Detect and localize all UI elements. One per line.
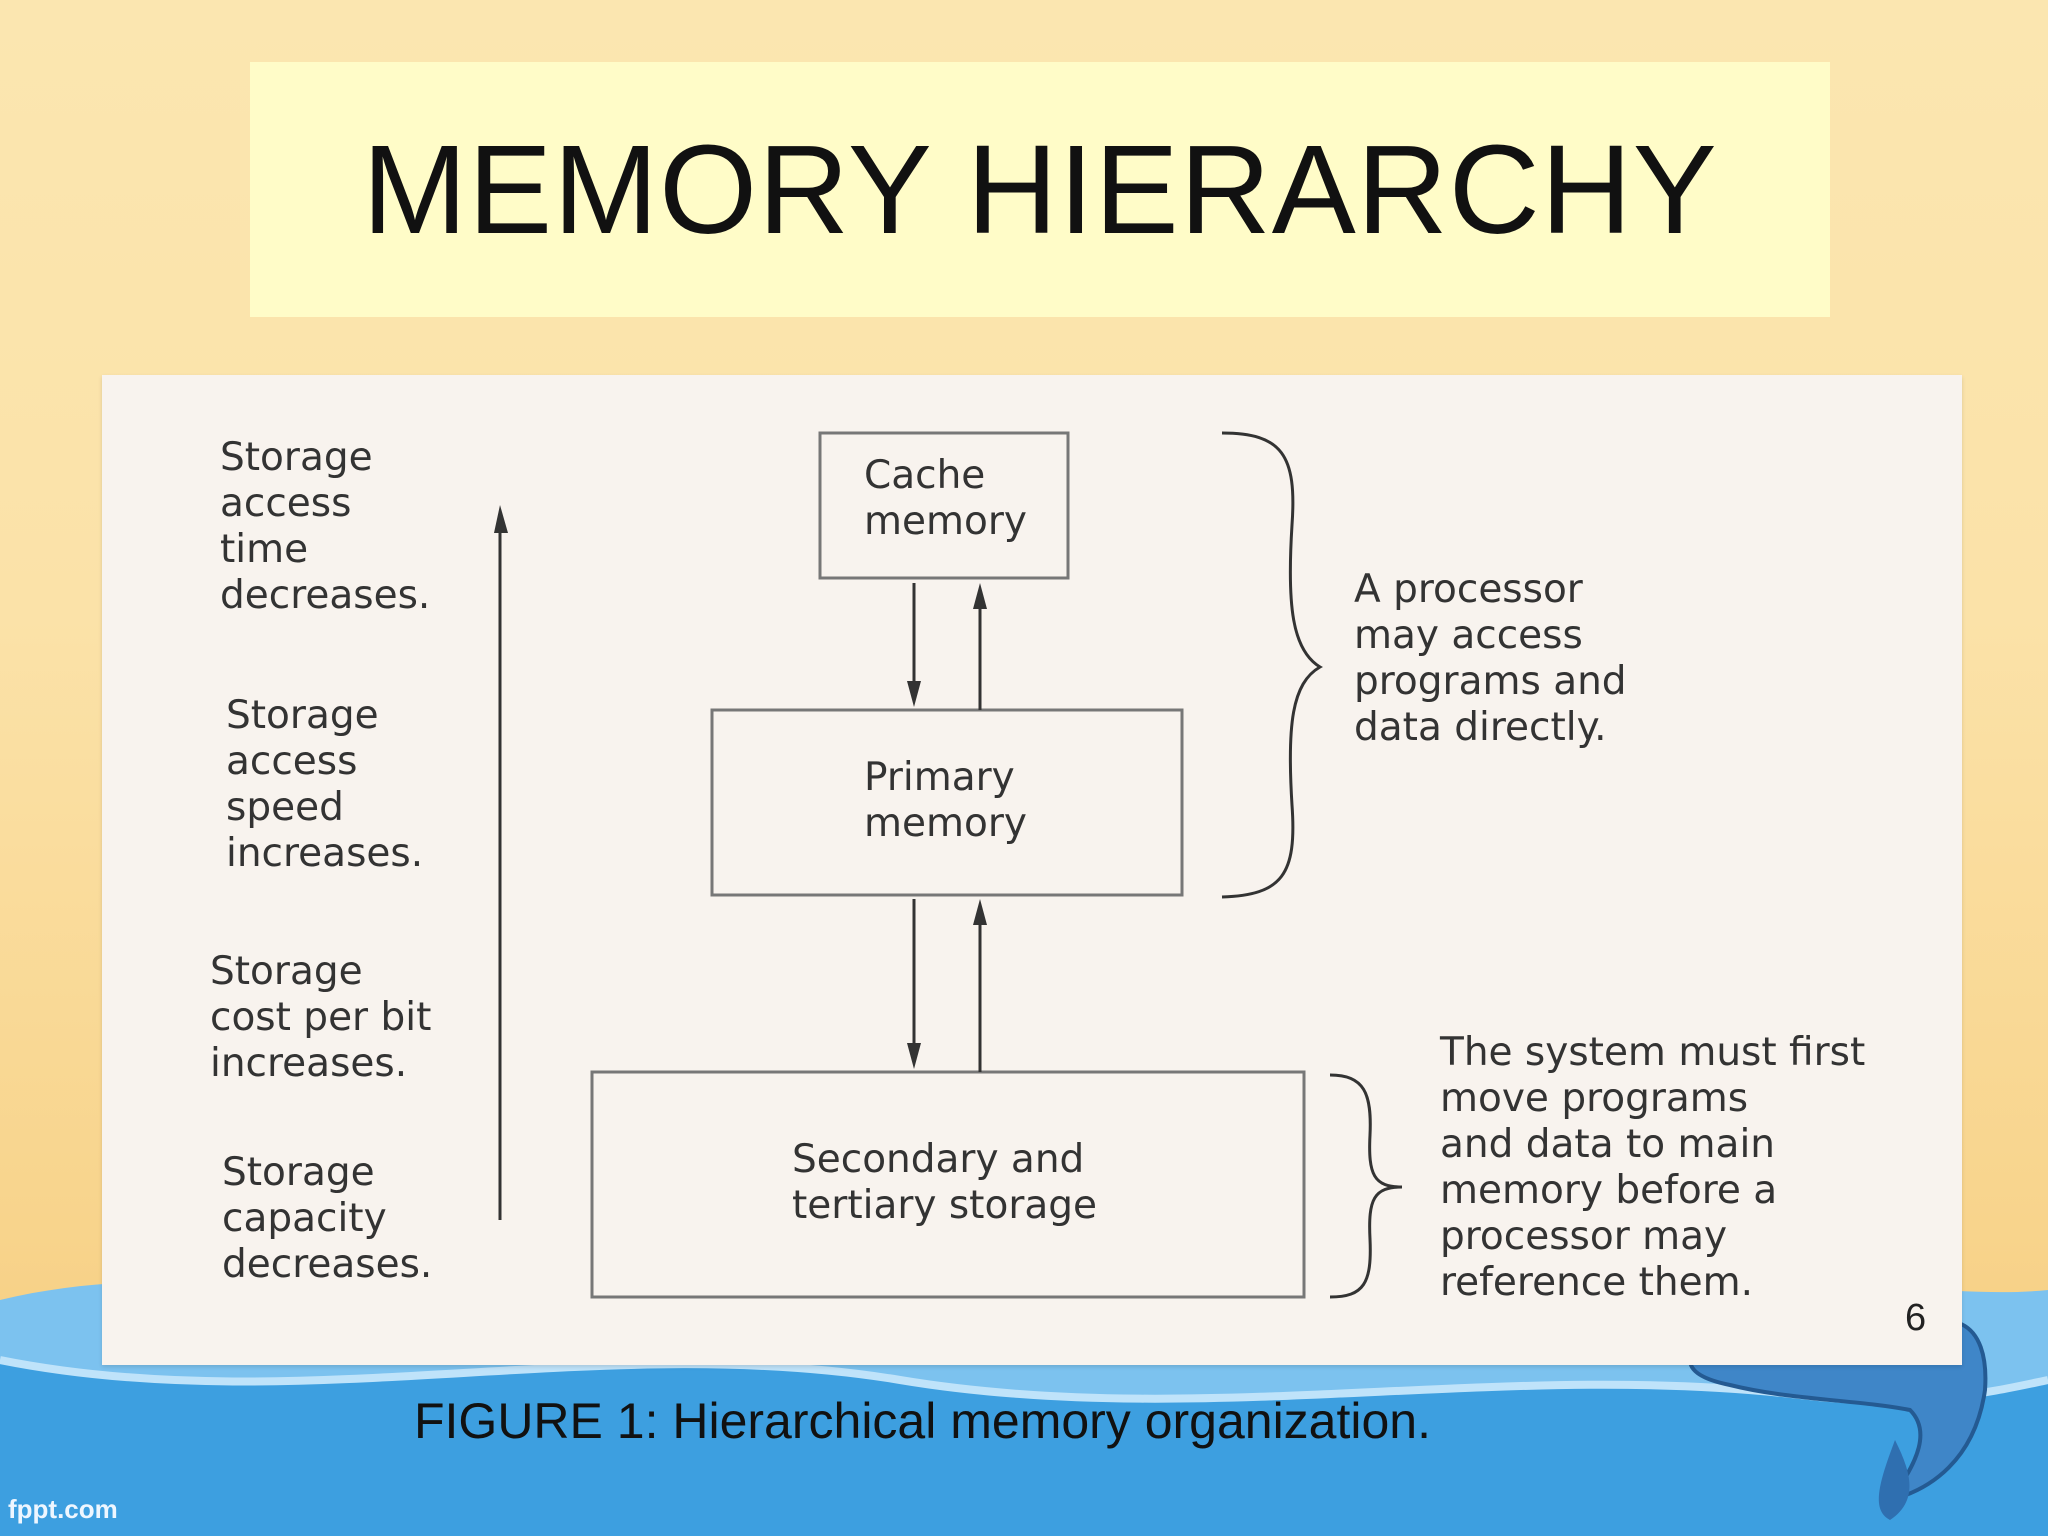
- figure-caption: FIGURE 1: Hierarchical memory organizati…: [414, 1393, 1431, 1449]
- primary-memory-box: [710, 708, 1184, 897]
- note-access-speed: Storage access speed increases.: [226, 693, 424, 876]
- wave-front: [0, 1360, 2048, 1536]
- cache-memory-box: [818, 431, 1070, 580]
- secondary-to-primary-arrowhead: [973, 899, 987, 925]
- cache-to-primary-arrowhead: [907, 681, 921, 707]
- footer-logo: fppt.com: [8, 1494, 118, 1524]
- page-number: 6: [1905, 1297, 1927, 1339]
- bottom-brace: [1329, 1073, 1403, 1299]
- title-box: MEMORY HIERARCHY: [250, 62, 1830, 317]
- primary-to-cache-arrowhead: [973, 583, 987, 609]
- note-processor-direct-access: A processor may access programs and data…: [1354, 567, 1627, 750]
- secondary-storage-label: Secondary and tertiary storage: [792, 1137, 1098, 1228]
- note-move-to-main-memory: The system must first move programs and …: [1440, 1030, 1866, 1305]
- primary-to-secondary-arrowhead: [907, 1043, 921, 1069]
- cache-memory-label: Cache memory: [864, 453, 1027, 544]
- primary-memory-label: Primary memory: [864, 755, 1027, 846]
- slide-title: MEMORY HIERARCHY: [362, 119, 1718, 260]
- top-brace: [1221, 431, 1323, 899]
- figure-panel: Cache memory Primary memory Secondary an…: [102, 375, 1962, 1365]
- note-access-time: Storage access time decreases.: [220, 435, 431, 618]
- secondary-storage-box: [590, 1070, 1306, 1299]
- note-cost-per-bit: Storage cost per bit increases.: [210, 949, 432, 1086]
- note-capacity: Storage capacity decreases.: [222, 1150, 433, 1287]
- trend-arrow-head: [494, 505, 508, 533]
- hierarchy-diagram: [494, 431, 1403, 1299]
